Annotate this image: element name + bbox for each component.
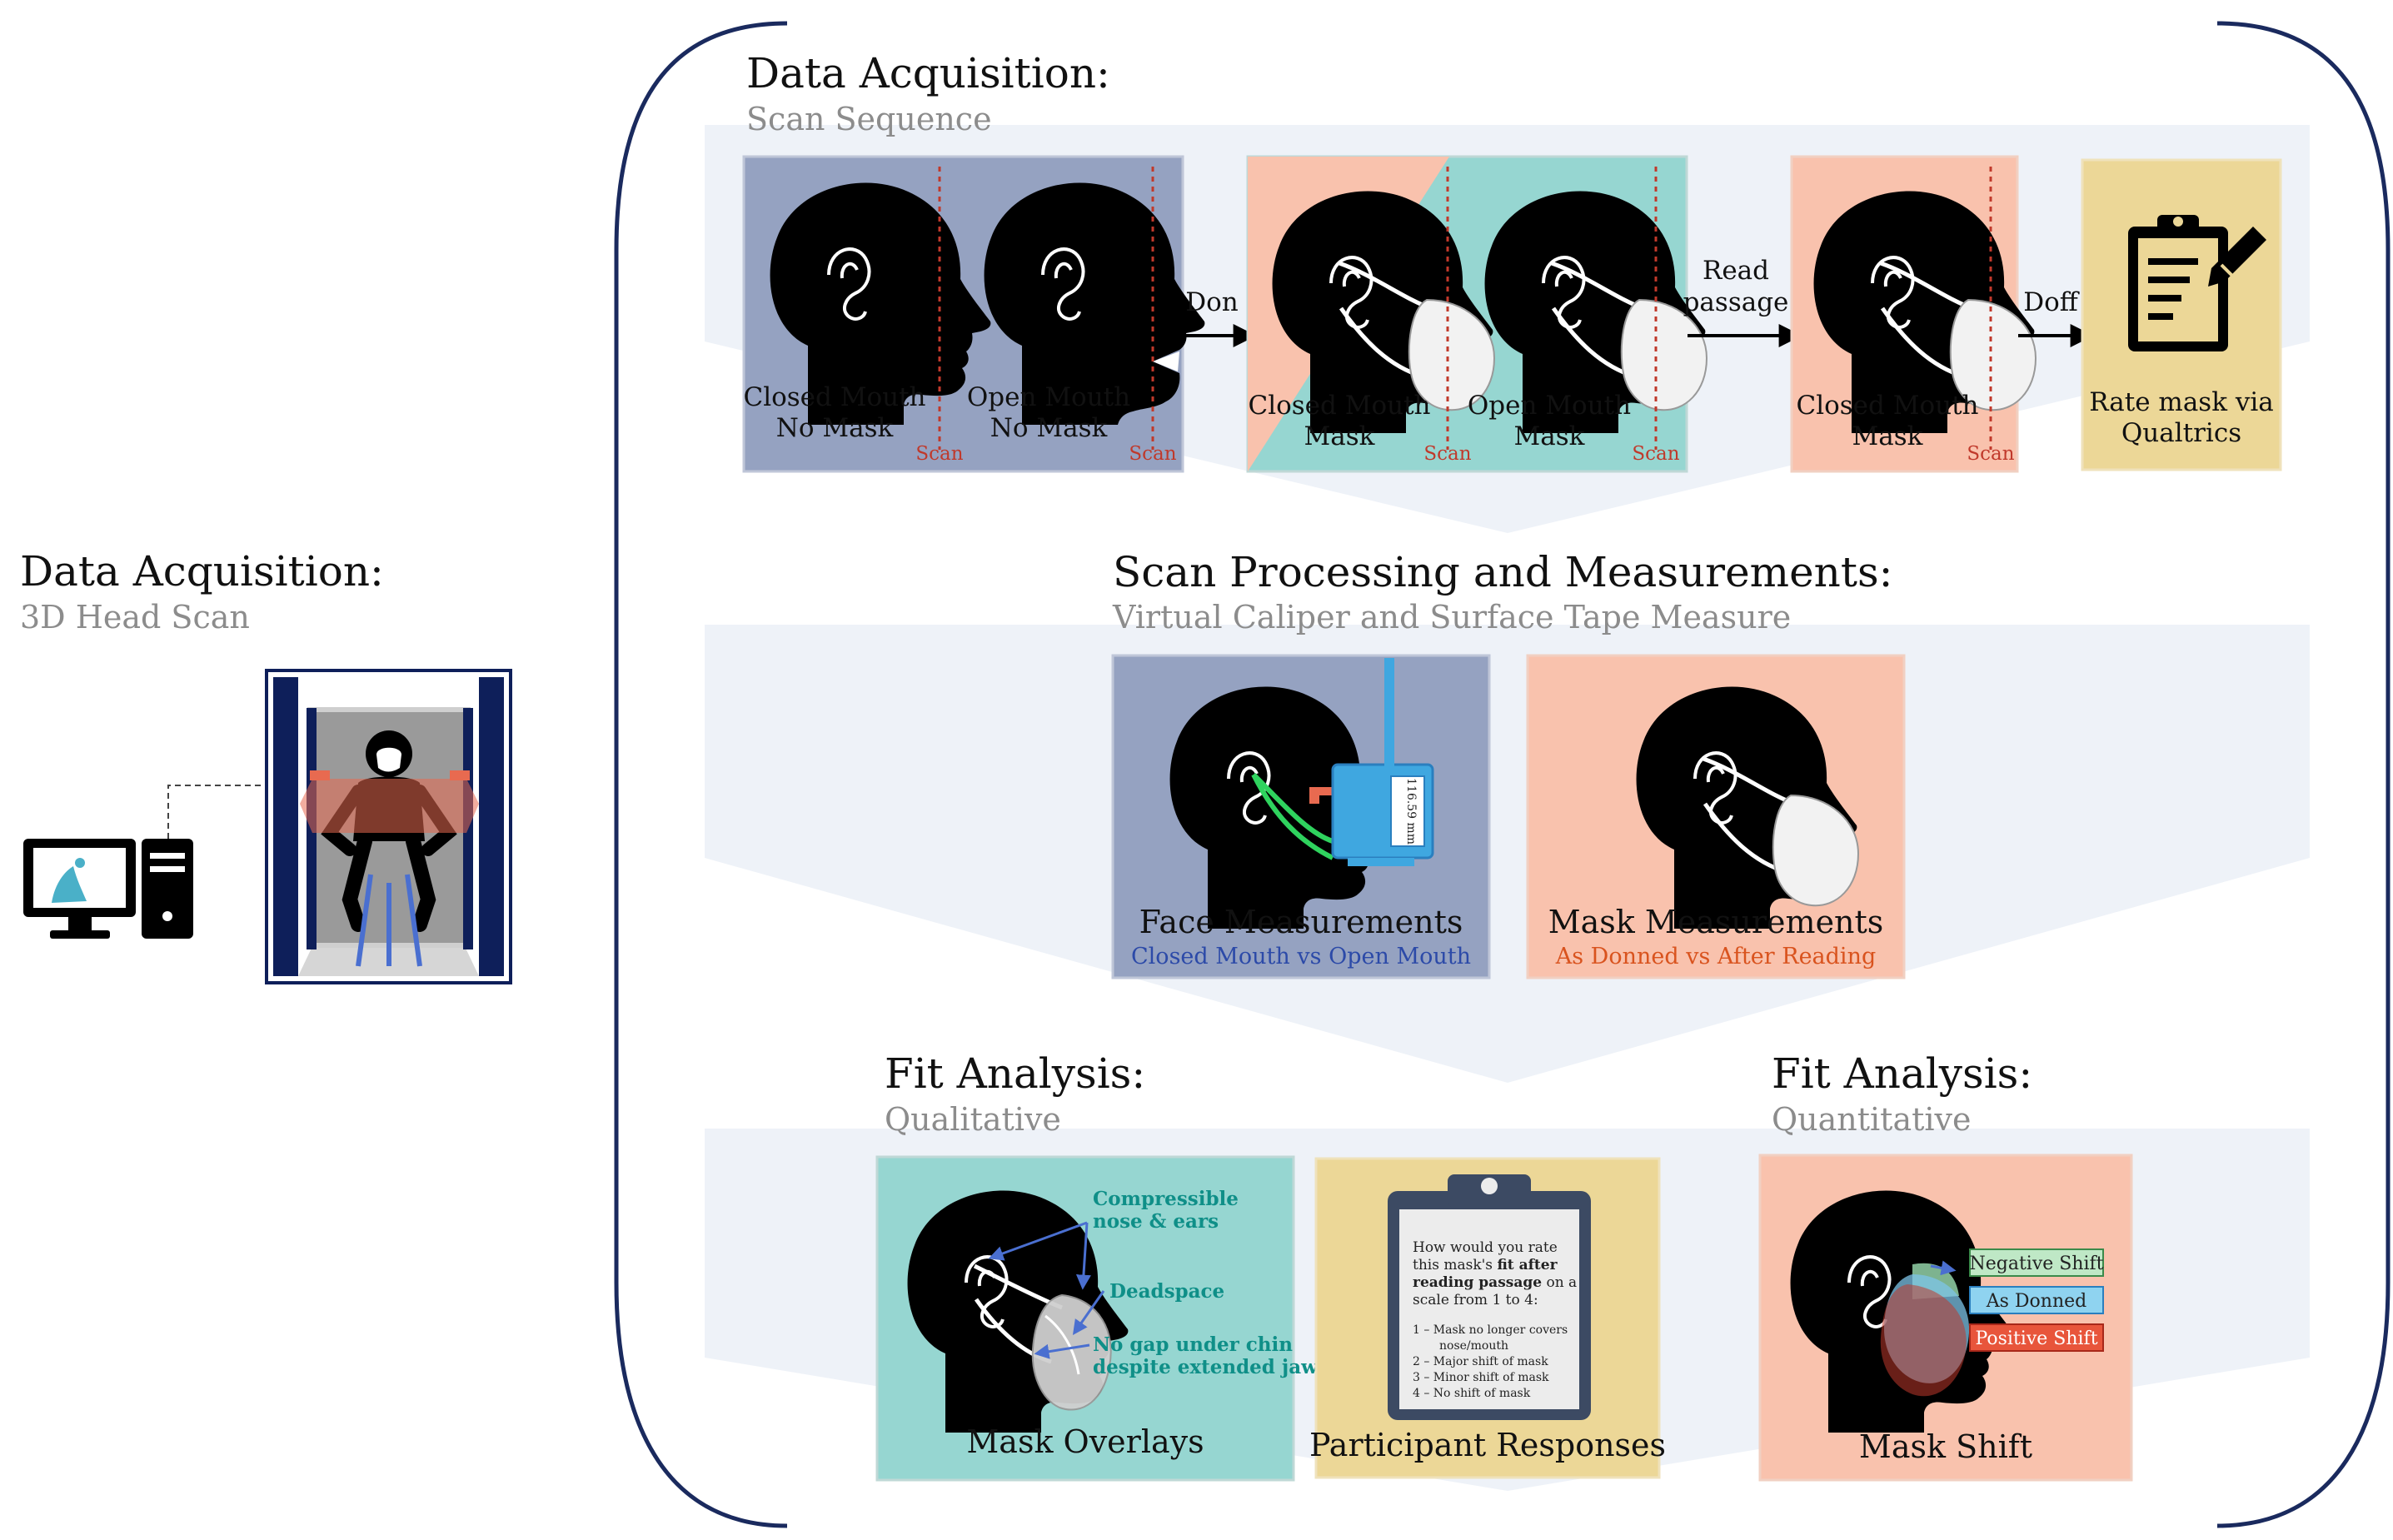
survey-q2: this mask's fit after bbox=[1413, 1257, 1558, 1273]
panel5-caption2: Mask bbox=[1852, 421, 1923, 451]
survey-q4: scale from 1 to 4: bbox=[1413, 1292, 1538, 1308]
panel4-caption1: Open Mouth bbox=[1468, 391, 1631, 421]
scan-label: Scan bbox=[1967, 443, 2014, 465]
quantitative-title: Fit Analysis: bbox=[1772, 1049, 2032, 1098]
survey-q3: reading passage on a bbox=[1413, 1274, 1577, 1291]
survey-q1: How would you rate bbox=[1413, 1239, 1558, 1256]
survey-option-2: 2 – Major shift of mask bbox=[1413, 1355, 1548, 1368]
left-subtitle: 3D Head Scan bbox=[20, 599, 250, 635]
flow-band-middle bbox=[705, 625, 2310, 1083]
participant-responses-caption: Participant Responses bbox=[1309, 1427, 1666, 1463]
annotation-compressible: Compressible bbox=[1093, 1188, 1239, 1210]
survey-option-3: 3 – Minor shift of mask bbox=[1413, 1371, 1549, 1384]
annotation-nose-ears: nose & ears bbox=[1093, 1210, 1219, 1233]
legend-negative-label: Negative Shift bbox=[1969, 1253, 2103, 1274]
scan-label: Scan bbox=[1129, 443, 1176, 465]
qualitative-title: Fit Analysis: bbox=[885, 1049, 1145, 1098]
panel3-caption1: Closed Mouth bbox=[1248, 391, 1430, 421]
mask-measurements-title: Mask Measurements bbox=[1548, 904, 1884, 940]
middle-subtitle: Virtual Caliper and Surface Tape Measure bbox=[1112, 599, 1791, 635]
left-title: Data Acquisition: bbox=[20, 547, 384, 596]
quantitative-subtitle: Quantitative bbox=[1772, 1101, 1972, 1138]
rate-label-1: Rate mask via bbox=[2089, 387, 2274, 417]
survey-option-1b: nose/mouth bbox=[1439, 1339, 1508, 1353]
computer-icon bbox=[23, 839, 193, 939]
panel3-caption2: Mask bbox=[1304, 421, 1375, 451]
bracket-right bbox=[2216, 21, 2391, 1528]
mask-measurements-sub: As Donned vs After Reading bbox=[1555, 944, 1877, 969]
panel1-caption2: No Mask bbox=[776, 413, 894, 443]
scanner-booth-icon bbox=[265, 669, 512, 984]
scan-label: Scan bbox=[1632, 443, 1679, 465]
caliper-readout: 116.59 mm bbox=[1404, 778, 1418, 845]
middle-title: Scan Processing and Measurements: bbox=[1113, 548, 1892, 596]
scan-label: Scan bbox=[1423, 443, 1471, 465]
panel1-caption1: Closed Mouth bbox=[743, 382, 925, 412]
face-measurements-title: Face Measurements bbox=[1139, 904, 1463, 940]
annotation-extended-jaw: despite extended jaw bbox=[1093, 1356, 1319, 1378]
caliper-icon: 116.59 mm bbox=[1251, 658, 1434, 866]
legend-negative-shift bbox=[1969, 1248, 2104, 1277]
survey-option-1: 1 – Mask no longer covers bbox=[1413, 1323, 1568, 1337]
panel2-caption2: No Mask bbox=[990, 413, 1108, 443]
legend-positive-label: Positive Shift bbox=[1975, 1328, 2097, 1349]
legend-positive-shift bbox=[1969, 1323, 2104, 1352]
top-subtitle: Scan Sequence bbox=[746, 101, 992, 137]
arrow-passage-label: passage bbox=[1683, 287, 1789, 317]
face-measurements-sub: Closed Mouth vs Open Mouth bbox=[1131, 944, 1471, 969]
arrow-don-label: Don bbox=[1185, 287, 1239, 317]
arrow-read-label: Read bbox=[1703, 256, 1769, 286]
annotation-deadspace: Deadspace bbox=[1109, 1280, 1224, 1303]
scan-label: Scan bbox=[915, 443, 963, 465]
mask-shift-shapes bbox=[1880, 1260, 1970, 1397]
connection-line bbox=[167, 785, 265, 839]
panel5-caption1: Closed Mouth bbox=[1796, 391, 1978, 421]
legend-as-donned-label: As Donned bbox=[1986, 1291, 2087, 1312]
annotation-no-gap: No gap under chin bbox=[1093, 1333, 1293, 1356]
legend-as-donned bbox=[1969, 1286, 2104, 1314]
mask-shift-caption: Mask Shift bbox=[1859, 1428, 2032, 1465]
arrow-doff-label: Doff bbox=[2023, 287, 2080, 317]
panel2-caption1: Open Mouth bbox=[967, 382, 1130, 412]
bracket-left bbox=[614, 21, 788, 1528]
rate-label-2: Qualtrics bbox=[2121, 418, 2241, 448]
survey-option-4: 4 – No shift of mask bbox=[1413, 1387, 1531, 1400]
top-title: Data Acquisition: bbox=[746, 49, 1110, 97]
survey-clipboard-icon bbox=[1388, 1174, 1591, 1420]
panel4-caption2: Mask bbox=[1514, 421, 1585, 451]
qualitative-subtitle: Qualitative bbox=[885, 1101, 1061, 1138]
mask-overlays-caption: Mask Overlays bbox=[966, 1423, 1204, 1460]
